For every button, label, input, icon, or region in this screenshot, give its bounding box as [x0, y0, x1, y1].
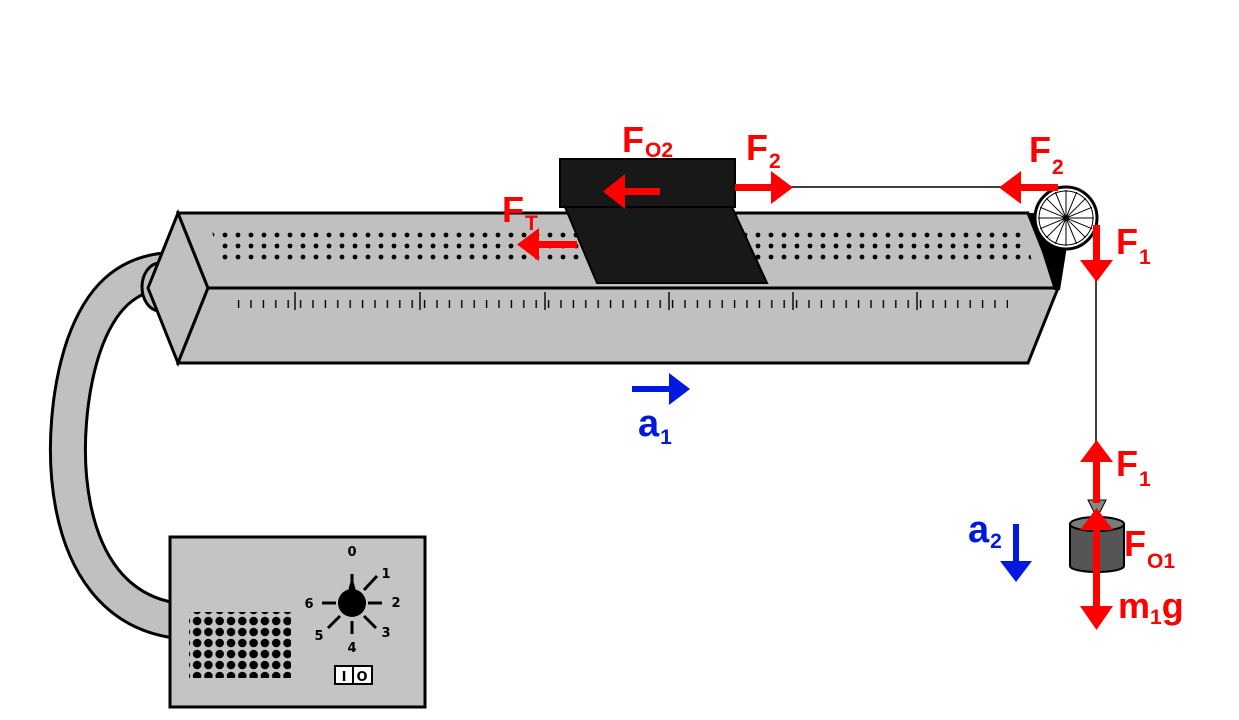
- f1-top-label: F1: [1116, 221, 1151, 269]
- f2-left-arrow: [735, 171, 793, 204]
- pulley: [1033, 185, 1099, 251]
- dial-number-4: 4: [347, 641, 356, 656]
- cart: [559, 158, 769, 284]
- a2-arrow: [1000, 524, 1032, 582]
- f2-right-label: F2: [1029, 129, 1064, 179]
- fo2-label: FO2: [622, 119, 673, 162]
- dial-number-3: 3: [381, 626, 390, 641]
- dial-number-1: 1: [381, 567, 390, 582]
- track-scale-long-ticks: [294, 292, 918, 310]
- acceleration-labels: a1 a2: [638, 403, 1002, 553]
- dial-number-5: 5: [314, 629, 323, 644]
- f1-bottom-label: F1: [1116, 443, 1151, 491]
- track-scale: [233, 292, 1008, 310]
- dial-number-0: 0: [347, 545, 356, 560]
- a1-arrow: [632, 373, 690, 405]
- blower-grille: [189, 612, 291, 678]
- cart-top: [559, 158, 736, 208]
- switch-on-label: I: [342, 670, 347, 685]
- a1-label: a1: [638, 403, 672, 449]
- dial-number-6: 6: [304, 597, 313, 612]
- fo1-label: FO1: [1124, 523, 1175, 573]
- blower-box: 0 1 2 3 4 5 6 I O: [168, 535, 427, 709]
- force-labels: FO2 F2 F2 FT F1 F1 FO1 m1g: [502, 119, 1184, 629]
- ft-arrow: [517, 228, 577, 261]
- m1g-label: m1g: [1118, 585, 1184, 629]
- switch-off-label: O: [356, 670, 367, 685]
- f1-bottom-arrow: [1080, 440, 1113, 503]
- power-switch[interactable]: I O: [334, 665, 373, 685]
- dial-pointer: [348, 576, 356, 591]
- dial-number-2: 2: [391, 596, 400, 611]
- f2-right-arrow: [999, 171, 1058, 204]
- m1g-arrow: [1080, 566, 1113, 630]
- fo2-arrow: [603, 174, 660, 209]
- force-arrows: [517, 171, 1113, 630]
- fo1-arrow: [1080, 508, 1113, 567]
- ft-label: FT: [502, 189, 538, 235]
- cart-skirt: [563, 206, 769, 284]
- speed-dial[interactable]: [322, 574, 382, 634]
- f1-top-arrow: [1080, 225, 1113, 282]
- a2-label: a2: [968, 509, 1002, 553]
- f2-left-label: F2: [746, 127, 781, 173]
- dial-knob: [338, 589, 366, 617]
- acceleration-arrows: [632, 373, 1032, 582]
